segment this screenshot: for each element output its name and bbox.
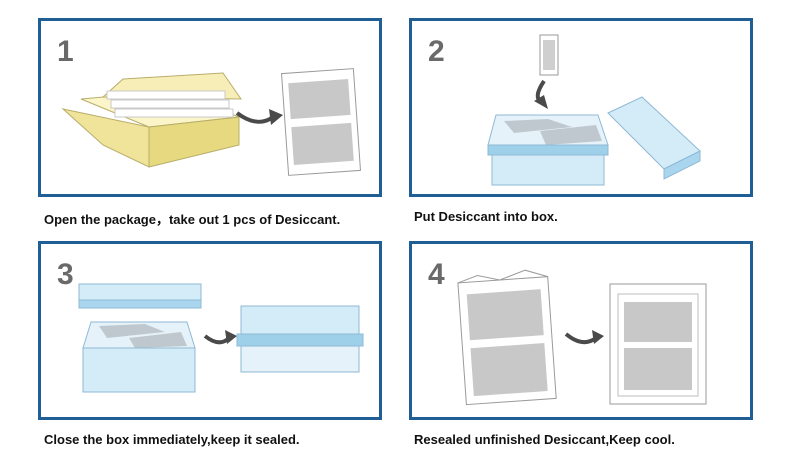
open-package-illustration xyxy=(61,68,362,176)
close-box-illustration xyxy=(78,283,364,393)
desiccant-packet-icon xyxy=(539,34,559,76)
box-lid-icon xyxy=(78,283,202,309)
step-caption-4: Resealed unfinished Desiccant,Keep cool. xyxy=(414,432,675,447)
reseal-illustration xyxy=(457,269,707,406)
open-box-icon xyxy=(82,321,196,393)
step-caption-2: Put Desiccant into box. xyxy=(414,209,558,224)
step-number: 1 xyxy=(57,35,74,68)
step-panel-1: 1 xyxy=(38,18,382,197)
step-number: 3 xyxy=(57,258,74,291)
box-lid-icon xyxy=(607,96,701,180)
resealed-bag-icon xyxy=(609,283,707,405)
step-number: 4 xyxy=(428,258,445,291)
step-caption-3: Close the box immediately,keep it sealed… xyxy=(44,432,300,447)
step-panel-4: 4 xyxy=(409,241,753,420)
step-caption-1: Open the package，take out 1 pcs of Desic… xyxy=(44,212,341,227)
closed-box-icon xyxy=(236,305,364,373)
desiccant-bag-icon xyxy=(457,269,557,406)
step-panel-3: 3 xyxy=(38,241,382,420)
open-box-icon xyxy=(487,114,609,186)
cardboard-box-icon xyxy=(61,72,242,168)
desiccant-bag-icon xyxy=(280,68,362,176)
step-number: 2 xyxy=(428,35,445,68)
put-desiccant-illustration xyxy=(487,34,701,186)
step-panel-2: 2 xyxy=(409,18,753,197)
